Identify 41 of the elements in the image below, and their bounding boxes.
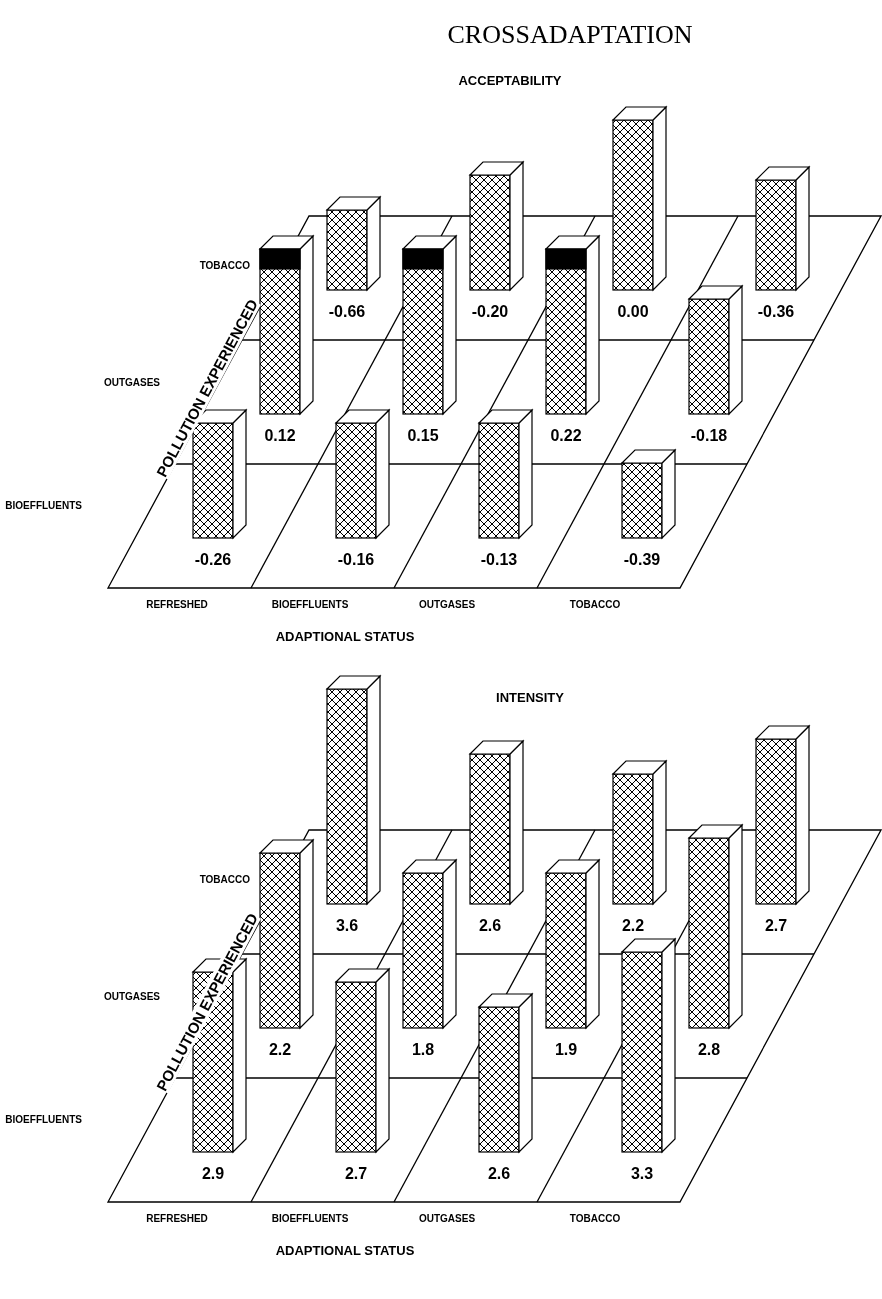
value-label: 3.3 — [630, 1165, 654, 1183]
chart-title: ACCEPTABILITY — [458, 72, 562, 88]
value-label: 1.8 — [411, 1041, 435, 1059]
value-label: 1.9 — [554, 1041, 578, 1059]
value-label: -0.36 — [757, 303, 795, 321]
value-label: -0.16 — [337, 551, 375, 569]
value-label: -0.18 — [690, 427, 728, 445]
value-label: 2.6 — [478, 917, 502, 935]
row-label: TOBACCO — [199, 259, 250, 271]
column-label: TOBACCO — [569, 1212, 621, 1224]
row-label: BIOEFFLUENTS — [5, 1113, 82, 1125]
value-label: 2.8 — [697, 1041, 721, 1059]
axis-title: ADAPTIONAL STATUS — [275, 628, 415, 644]
value-label: 2.7 — [764, 917, 788, 935]
value-label: 3.6 — [335, 917, 359, 935]
value-label: -0.13 — [480, 551, 518, 569]
column-label: OUTGASES — [418, 598, 476, 610]
value-label: 2.6 — [487, 1165, 511, 1183]
chart-title: INTENSITY — [496, 689, 564, 705]
row-label: BIOEFFLUENTS — [5, 499, 82, 511]
column-label: BIOEFFLUENTS — [271, 598, 349, 610]
column-label: OUTGASES — [418, 1212, 476, 1224]
value-label: 2.9 — [201, 1165, 225, 1183]
value-label: -0.26 — [194, 551, 232, 569]
row-label: TOBACCO — [199, 873, 250, 885]
value-label: -0.39 — [623, 551, 661, 569]
value-label: 0.22 — [550, 427, 582, 445]
value-label: 2.7 — [344, 1165, 368, 1183]
value-label: 0.12 — [264, 427, 296, 445]
value-label: 0.15 — [407, 427, 439, 445]
value-label: -0.66 — [328, 303, 366, 321]
value-label: -0.20 — [471, 303, 509, 321]
page-title: CROSSADAPTATION — [447, 20, 693, 50]
column-label: TOBACCO — [569, 598, 621, 610]
column-label: REFRESHED — [146, 598, 208, 610]
column-label: BIOEFFLUENTS — [271, 1212, 349, 1224]
value-label: 0.00 — [617, 303, 649, 321]
column-label: REFRESHED — [146, 1212, 208, 1224]
value-label: 2.2 — [268, 1041, 292, 1059]
axis-title: ADAPTIONAL STATUS — [275, 1242, 415, 1258]
value-label: 2.2 — [621, 917, 645, 935]
